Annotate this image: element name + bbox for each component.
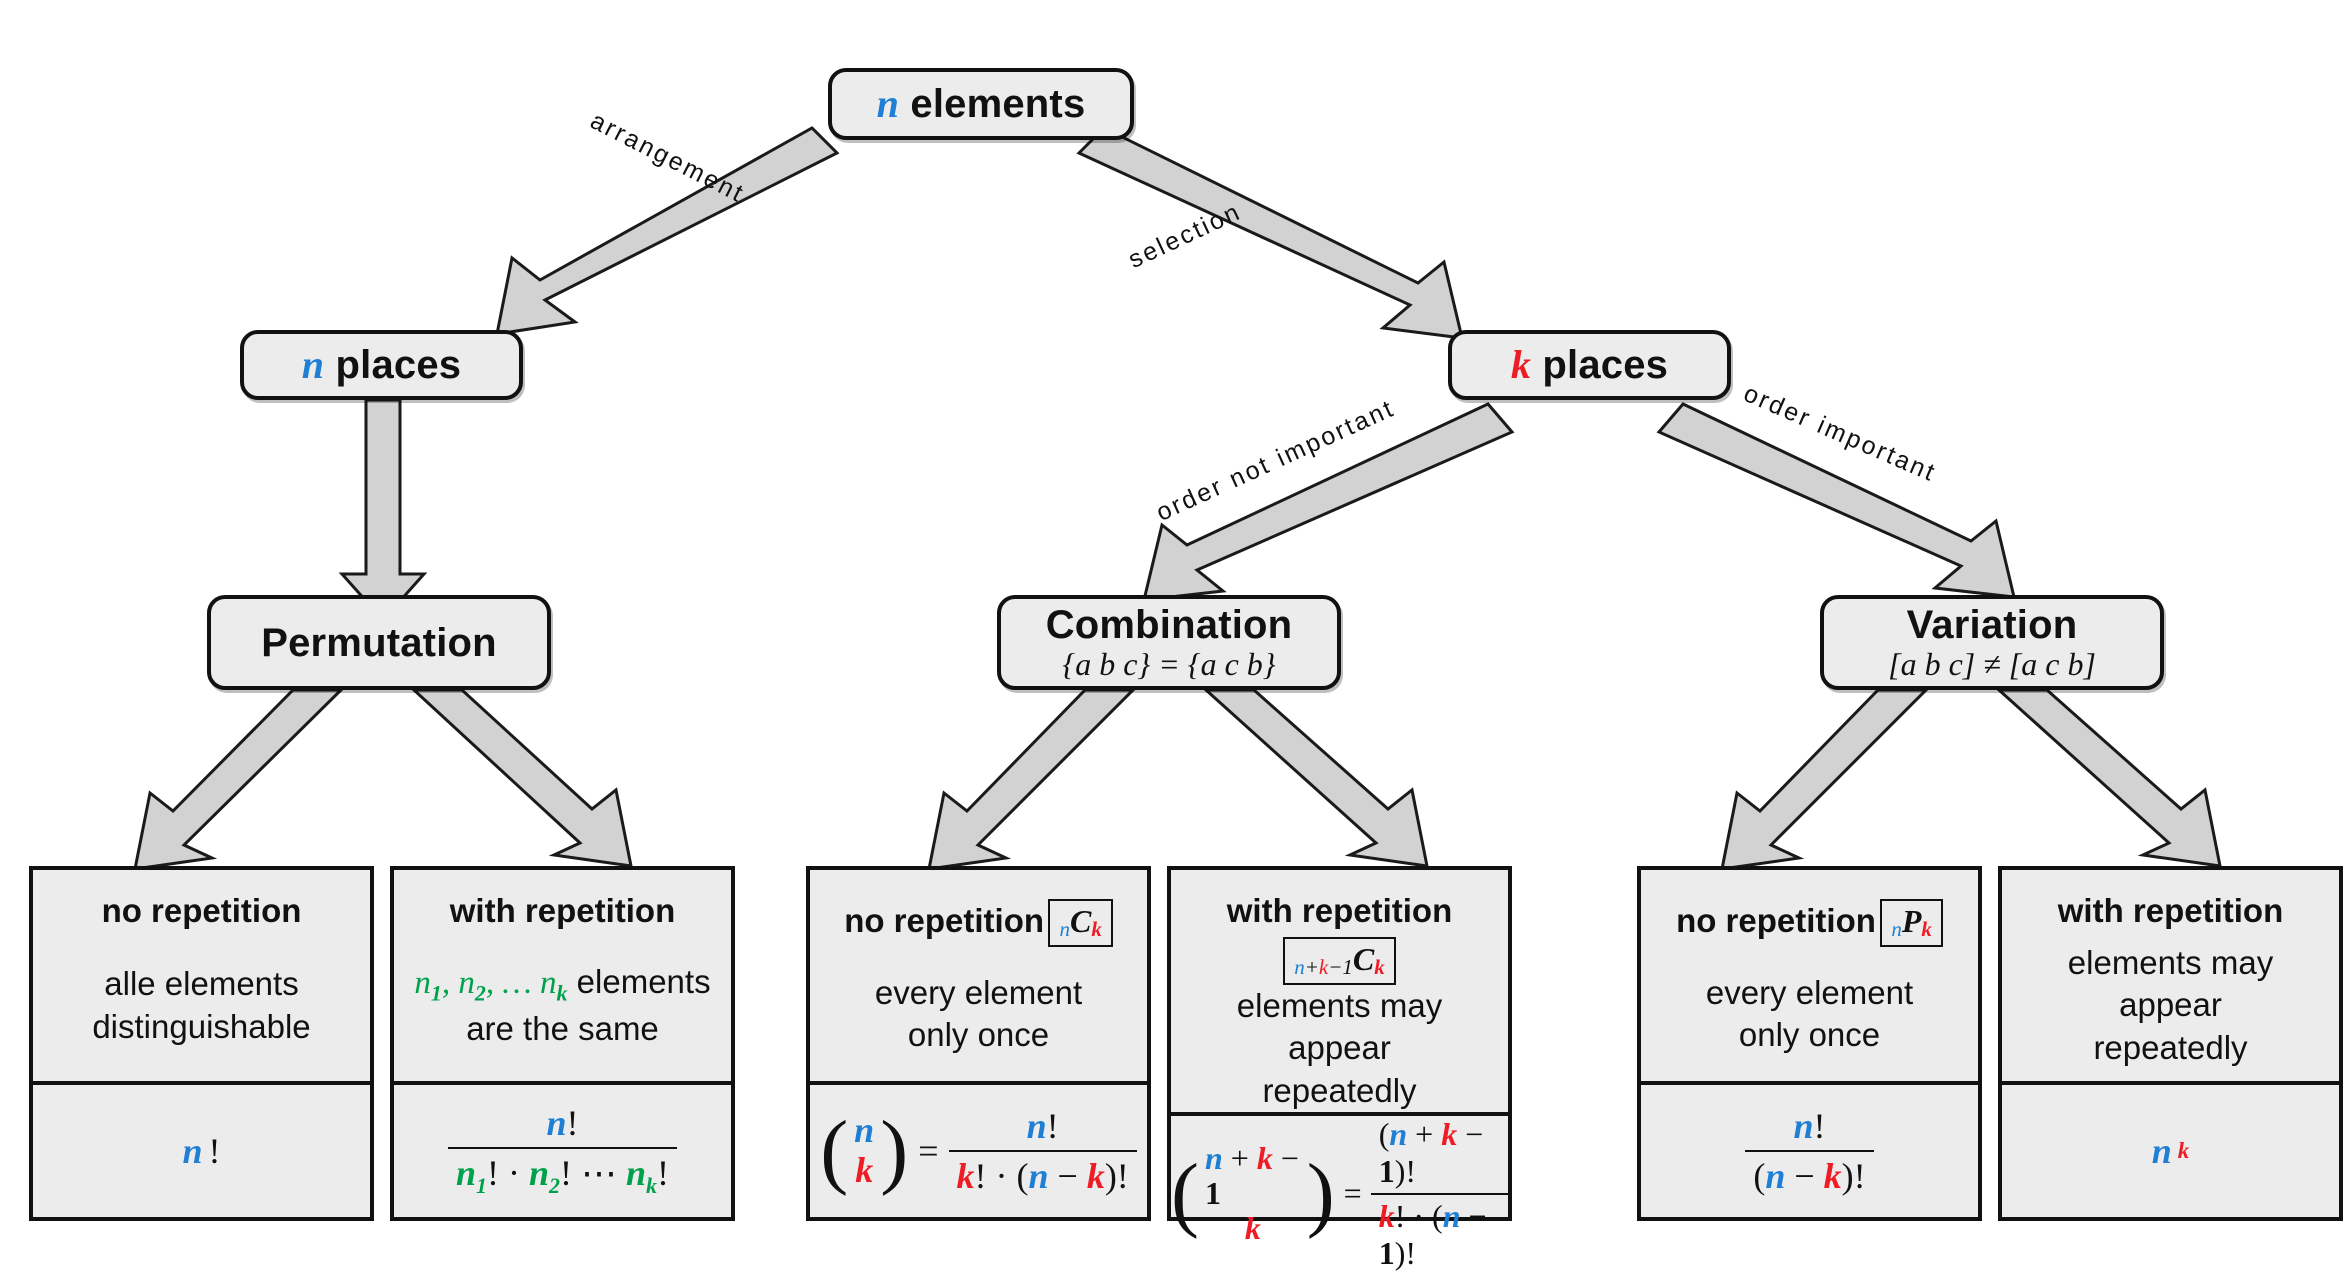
chip-suffix: k	[1374, 955, 1385, 980]
arrow-selection	[1076, 126, 1464, 340]
chip-symbol: P	[1901, 903, 1922, 939]
leaf-title: with repetition	[2057, 892, 2284, 929]
leaf-formula: ( n k ) = n! k! · (n − k)!	[810, 1081, 1147, 1217]
node-n-places-label: n places	[301, 342, 462, 387]
leaf-header: with repetition n+k−1Ck	[1171, 870, 1508, 986]
n-places-label: places	[335, 343, 462, 387]
notation-chip-nCk: nCk	[1048, 899, 1113, 948]
variation-title: Variation	[1906, 602, 2078, 647]
leaf-formula: ( n + k − 1 k ) = (n + k − 1)! k! · (n −…	[1171, 1111, 1508, 1272]
leaf-formula: n!	[33, 1081, 370, 1217]
formula-binomial: ( n k ) = n! k! · (n − k)!	[820, 1105, 1137, 1197]
arrow-combination-left	[927, 688, 1137, 871]
leaf-title: with repetition	[449, 892, 676, 929]
node-variation[interactable]: Variation [a b c] ≠ [a c b]	[1820, 595, 2164, 690]
leaf-header: no repetition	[33, 870, 370, 930]
arrow-variation-left	[1720, 688, 1930, 871]
node-n-elements[interactable]: n elements	[828, 68, 1134, 140]
k-places-variable: k	[1510, 342, 1532, 387]
chip-symbol: C	[1352, 941, 1375, 977]
root-variable: n	[876, 81, 900, 126]
power-exponent: k	[2177, 1138, 2190, 1163]
formula-variation: n! (n − k)!	[1745, 1105, 1874, 1197]
chip-prefix: n	[1891, 917, 1902, 942]
leaf-title: no repetition	[101, 892, 302, 929]
node-combination[interactable]: Combination {a b c} = {a c b}	[997, 595, 1341, 690]
notation-chip-nPk: nPk	[1880, 899, 1943, 948]
leaf-header: no repetition nPk	[1641, 870, 1978, 948]
root-label: elements	[910, 82, 1086, 126]
formula-n-factorial: n!	[182, 1131, 221, 1171]
chip-symbol: C	[1069, 903, 1092, 939]
leaf-header: no repetition nCk	[810, 870, 1147, 948]
combination-subtitle: {a b c} = {a c b}	[1062, 645, 1276, 682]
permutation-title: Permutation	[261, 620, 497, 665]
chip-suffix: k	[1091, 917, 1102, 942]
leaf-combination-with-repetition[interactable]: with repetition n+k−1Ck elements may app…	[1167, 866, 1512, 1271]
combination-title: Combination	[1045, 602, 1293, 647]
node-k-places-label: k places	[1510, 342, 1669, 387]
leaf-title: no repetition	[1676, 902, 1876, 939]
node-k-places[interactable]: k places	[1448, 330, 1731, 400]
leaf-title: no repetition	[844, 902, 1045, 939]
arrow-combination-right	[1202, 688, 1429, 868]
power-base: n	[2151, 1131, 2172, 1171]
leaf-formula: n! n1! · n2! ⋯ nk!	[394, 1081, 731, 1217]
notation-chip-nk1Ck: n+k−1Ck	[1283, 937, 1396, 986]
node-n-places[interactable]: n places	[240, 330, 523, 400]
arrow-permutation-right	[410, 688, 633, 868]
arrow-variation-right	[1995, 688, 2222, 868]
node-n-elements-label: n elements	[876, 81, 1086, 126]
leaf-header: with repetition	[394, 870, 731, 930]
formula-multiset-permutation: n! n1! · n2! ⋯ nk!	[447, 1102, 678, 1199]
formula-multiset-binomial: ( n + k − 1 k ) = (n + k − 1)! k! · (n −…	[1171, 1116, 1508, 1272]
arrow-arrangement	[495, 126, 840, 336]
n-places-variable: n	[301, 342, 325, 387]
k-places-label: places	[1542, 343, 1669, 387]
leaf-title: with repetition	[1226, 892, 1453, 929]
leaf-formula: n! (n − k)!	[1641, 1081, 1978, 1217]
arrow-order-important	[1656, 402, 2016, 599]
node-permutation[interactable]: Permutation	[207, 595, 551, 690]
chip-prefix: n	[1059, 917, 1070, 942]
variation-subtitle: [a b c] ≠ [a c b]	[1888, 645, 2096, 682]
arrow-n-places-to-permutation	[338, 398, 428, 623]
leaf-header: with repetition	[2002, 870, 2339, 930]
arrow-permutation-left	[133, 688, 345, 871]
chip-suffix: k	[1921, 917, 1932, 942]
chip-prefix: n+k−1	[1294, 955, 1353, 980]
